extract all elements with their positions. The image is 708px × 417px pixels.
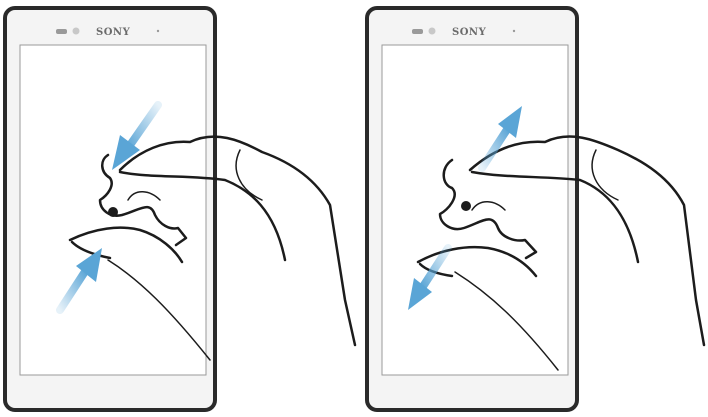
sensor-icon: [513, 30, 515, 32]
spread-illustration: SONY: [360, 0, 708, 412]
sensor-icon: [157, 30, 159, 32]
camera-icon: [73, 28, 80, 35]
touch-point-icon: [108, 207, 118, 217]
touch-point-icon: [461, 201, 471, 211]
pinch-panel: SONY: [0, 0, 360, 412]
camera-icon: [429, 28, 436, 35]
spread-panel: SONY: [360, 0, 708, 412]
pinch-illustration: SONY: [0, 0, 360, 412]
speaker-icon: [56, 29, 67, 34]
brand-logo: SONY: [96, 27, 131, 38]
brand-logo: SONY: [452, 27, 487, 38]
speaker-icon: [412, 29, 423, 34]
